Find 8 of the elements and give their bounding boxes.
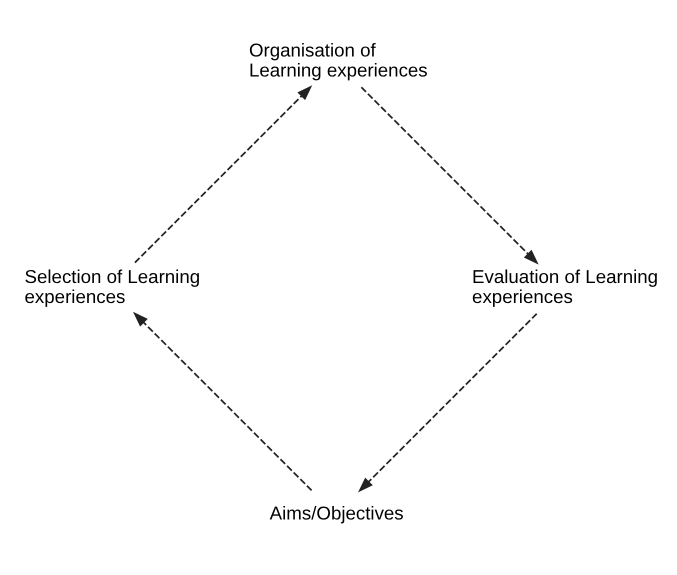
arrow [360, 86, 539, 265]
node-text: Organisation of Learning experiences [248, 40, 428, 81]
node-text: Aims/Objectives [270, 502, 404, 524]
arrow [134, 85, 312, 264]
arrow [132, 312, 312, 491]
arrow [358, 313, 538, 492]
node-text: Selection of Learning experiences [24, 266, 200, 308]
node-text: Evaluation of Learning experiences [472, 266, 658, 308]
